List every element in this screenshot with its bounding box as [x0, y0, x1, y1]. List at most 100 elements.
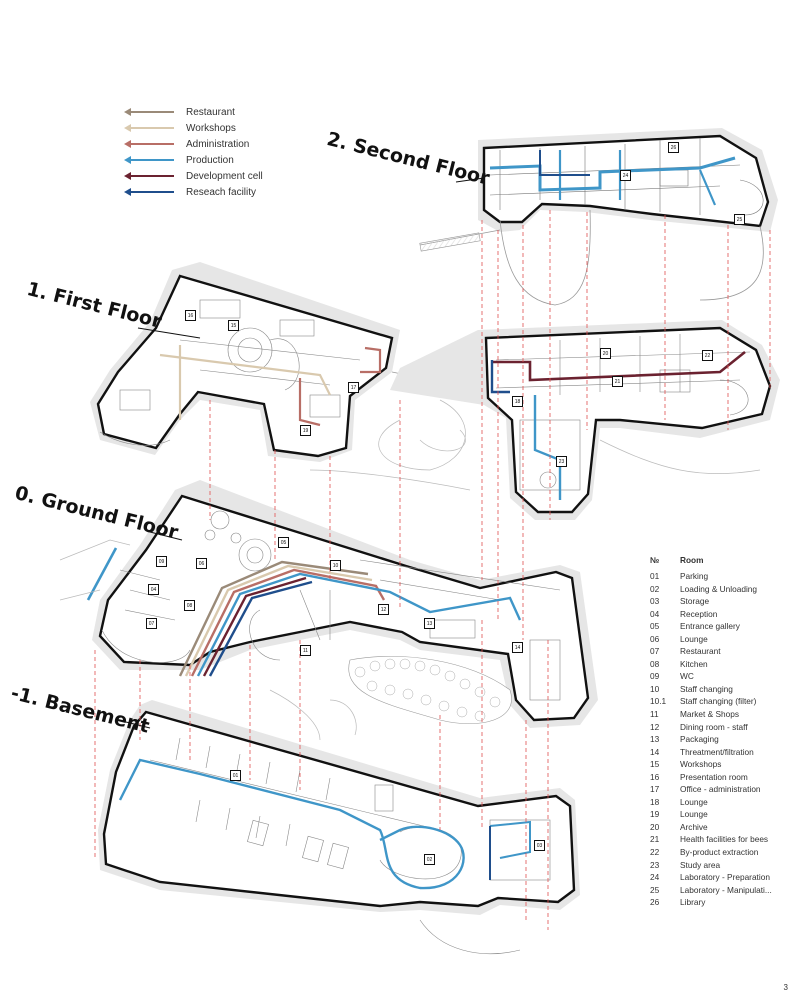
room-name: Dining room - staff [680, 721, 748, 732]
legend-arrow-icon [124, 156, 174, 164]
room-tag: 10 [330, 560, 341, 571]
room-name: Health facilities for bees [680, 834, 769, 845]
room-column-header: Room [680, 555, 704, 565]
room-name: Staff changing (filter) [680, 696, 757, 707]
room-number: 21 [650, 834, 660, 845]
room-number: 11 [650, 709, 659, 720]
room-name: Reception [680, 608, 718, 619]
room-name: Lounge [680, 796, 708, 807]
room-name: Archive [680, 821, 708, 832]
room-tag: 04 [148, 584, 159, 595]
room-name: Restaurant [680, 646, 721, 657]
legend-arrow-icon [124, 188, 174, 196]
room-name: Market & Shops [680, 709, 740, 720]
legend-item: Production [124, 152, 316, 168]
ground-floor-plan [59, 480, 598, 741]
table-row: 21 Health facilities for bees [650, 833, 800, 846]
table-row: 23 Study area [650, 859, 800, 872]
room-number: 06 [650, 633, 660, 644]
page-number: 3 [783, 983, 788, 992]
room-tag: 12 [378, 604, 389, 615]
room-number: 08 [650, 658, 660, 669]
room-number: 17 [650, 784, 660, 795]
table-row: 11 Market & Shops [650, 708, 800, 721]
room-number: 25 [650, 884, 660, 895]
room-tag: 14 [512, 642, 523, 653]
room-tag: 09 [156, 556, 167, 567]
legend-arrow-icon [124, 124, 174, 132]
table-row: 01 Parking [650, 570, 800, 583]
table-row: 05 Entrance gallery [650, 620, 800, 633]
table-row: 26 Library [650, 896, 800, 909]
table-row: 19 Lounge [650, 808, 800, 821]
room-number: 20 [650, 821, 660, 832]
basement-plan [98, 700, 580, 955]
room-tag: 08 [184, 600, 195, 611]
room-name: Entrance gallery [680, 621, 740, 632]
room-number: 05 [650, 621, 660, 632]
room-name: Lounge [680, 809, 708, 820]
room-number: 14 [650, 746, 660, 757]
table-row: 20 Archive [650, 821, 800, 834]
table-row: 10.1 Staff changing (filter) [650, 695, 800, 708]
legend-item: Reseach facility [124, 184, 316, 200]
room-tag: 21 [612, 376, 623, 387]
legend-label: Workshops [186, 122, 236, 134]
room-number: 13 [650, 734, 660, 745]
room-name: Study area [680, 859, 721, 870]
table-row: 25 Laboratory - Manipulati... [650, 884, 800, 897]
number-column-header: № [650, 555, 660, 565]
room-tag: 07 [146, 618, 157, 629]
room-name: Library [680, 897, 706, 908]
table-row: 13 Packaging [650, 733, 800, 746]
room-tag: 05 [278, 537, 289, 548]
room-tag: 19 [300, 425, 311, 436]
room-tag: 23 [556, 456, 567, 467]
room-tag: 15 [228, 320, 239, 331]
room-number: 01 [650, 571, 660, 581]
legend-arrow-icon [124, 140, 174, 148]
legend-label: Production [186, 154, 234, 166]
room-tag: 16 [185, 310, 196, 321]
room-name: Packaging [680, 734, 719, 745]
legend-label: Restaurant [186, 106, 235, 118]
legend-label: Administration [186, 138, 250, 150]
table-row: 12 Dining room - staff [650, 721, 800, 734]
room-name: Parking [680, 571, 709, 581]
room-number: 19 [650, 809, 660, 820]
room-number: 12 [650, 721, 660, 732]
legend-item: Workshops [124, 120, 316, 136]
legend-label: Reseach facility [186, 186, 257, 198]
room-name: Laboratory - Manipulati... [680, 884, 772, 895]
room-number: 23 [650, 859, 660, 870]
room-name: By-product extraction [680, 847, 759, 858]
room-number: 10 [650, 683, 660, 694]
room-number: 04 [650, 608, 660, 619]
room-number: 26 [650, 897, 660, 908]
room-name: Loading & Unloading [680, 583, 758, 594]
legend-item: Development cell [124, 168, 316, 184]
room-name: Threatment/filtration [680, 746, 754, 757]
route-legend: Restaurant Workshops Administration Prod… [124, 104, 316, 200]
room-tag: 24 [620, 170, 631, 181]
room-number: 10.1 [650, 696, 667, 707]
room-tag: 22 [702, 350, 713, 361]
alignment-lines [94, 210, 771, 930]
legend-arrow-icon [124, 108, 174, 116]
room-name: Workshops [680, 759, 722, 770]
room-tag: 13 [424, 618, 435, 629]
legend-item: Administration [124, 136, 316, 152]
first-floor-plan-west [90, 262, 481, 462]
room-tag: 01 [230, 770, 241, 781]
room-number: 15 [650, 759, 660, 770]
legend-label: Development cell [186, 170, 263, 182]
